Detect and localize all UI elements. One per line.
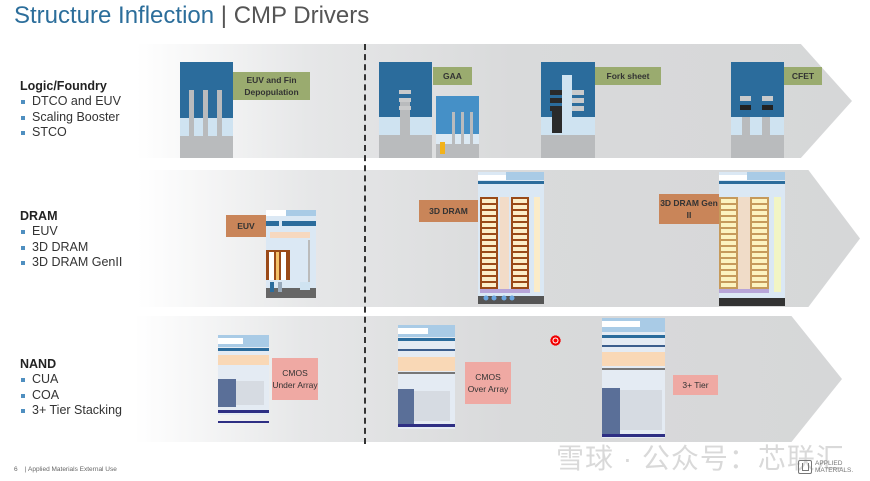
bullet-item: 3D DRAM GenII: [20, 255, 122, 271]
dram-bullets: EUV 3D DRAM 3D DRAM GenII: [20, 224, 122, 271]
dram-heading: DRAM: [20, 209, 58, 223]
logo-line1: APPLIED: [815, 460, 843, 467]
3d-dram-gen2-diagram: [719, 172, 785, 306]
label-forksheet: Fork sheet: [595, 67, 661, 85]
era-divider: [364, 44, 366, 444]
watermark: 雪球 · 公众号：芯联汇: [556, 443, 845, 474]
dram-euv-diagram: [266, 210, 316, 298]
label-euv-fin: EUV and Fin Depopulation: [233, 72, 310, 100]
cfet-diagram: [731, 62, 784, 158]
forksheet-diagram: [541, 62, 595, 158]
title-separator: |: [214, 2, 234, 29]
label-coa: CMOS Over Array: [465, 362, 511, 404]
gaa-diagram: [379, 62, 479, 158]
footer: 6 | Applied Materials External Use: [14, 466, 117, 473]
label-cfet: CFET: [784, 67, 822, 85]
label-3d-dram: 3D DRAM: [419, 200, 478, 222]
page-title: Structure Inflection | CMP Drivers: [14, 2, 369, 30]
pointer-dot: [550, 335, 561, 346]
bullet-item: STCO: [20, 125, 121, 141]
dram-band: [0, 170, 860, 307]
bullet-item: DTCO and EUV: [20, 94, 121, 110]
3d-dram-diagram: [478, 172, 544, 304]
title-main: Structure Inflection: [14, 2, 215, 29]
cua-diagram: [218, 335, 269, 423]
label-dram-euv: EUV: [226, 215, 266, 237]
label-cua: CMOS Under Array: [272, 358, 318, 400]
logo-icon: [798, 460, 812, 474]
coa-diagram: [398, 325, 455, 429]
title-sub: CMP Drivers: [233, 2, 370, 29]
nand-bullets: CUA COA 3+ Tier Stacking: [20, 372, 122, 419]
bullet-item: Scaling Booster: [20, 110, 121, 126]
bullet-item: COA: [20, 388, 122, 404]
label-3-tier: 3+ Tier: [673, 375, 718, 395]
label-gaa: GAA: [433, 67, 472, 85]
bullet-item: 3D DRAM: [20, 240, 122, 256]
bullet-item: CUA: [20, 372, 122, 388]
logo-line2: MATERIALS.: [815, 467, 854, 474]
classification: | Applied Materials External Use: [24, 466, 117, 473]
3-tier-diagram: [602, 318, 665, 438]
bullet-item: 3+ Tier Stacking: [20, 403, 122, 419]
label-3d-dram-gen2: 3D DRAM Gen II: [659, 194, 719, 224]
nand-heading: NAND: [20, 357, 57, 371]
finfet-diagram: [180, 62, 233, 158]
bullet-item: EUV: [20, 224, 122, 240]
logic-bullets: DTCO and EUV Scaling Booster STCO: [20, 94, 121, 141]
logic-heading: Logic/Foundry: [20, 79, 107, 93]
page-number: 6: [14, 466, 18, 473]
